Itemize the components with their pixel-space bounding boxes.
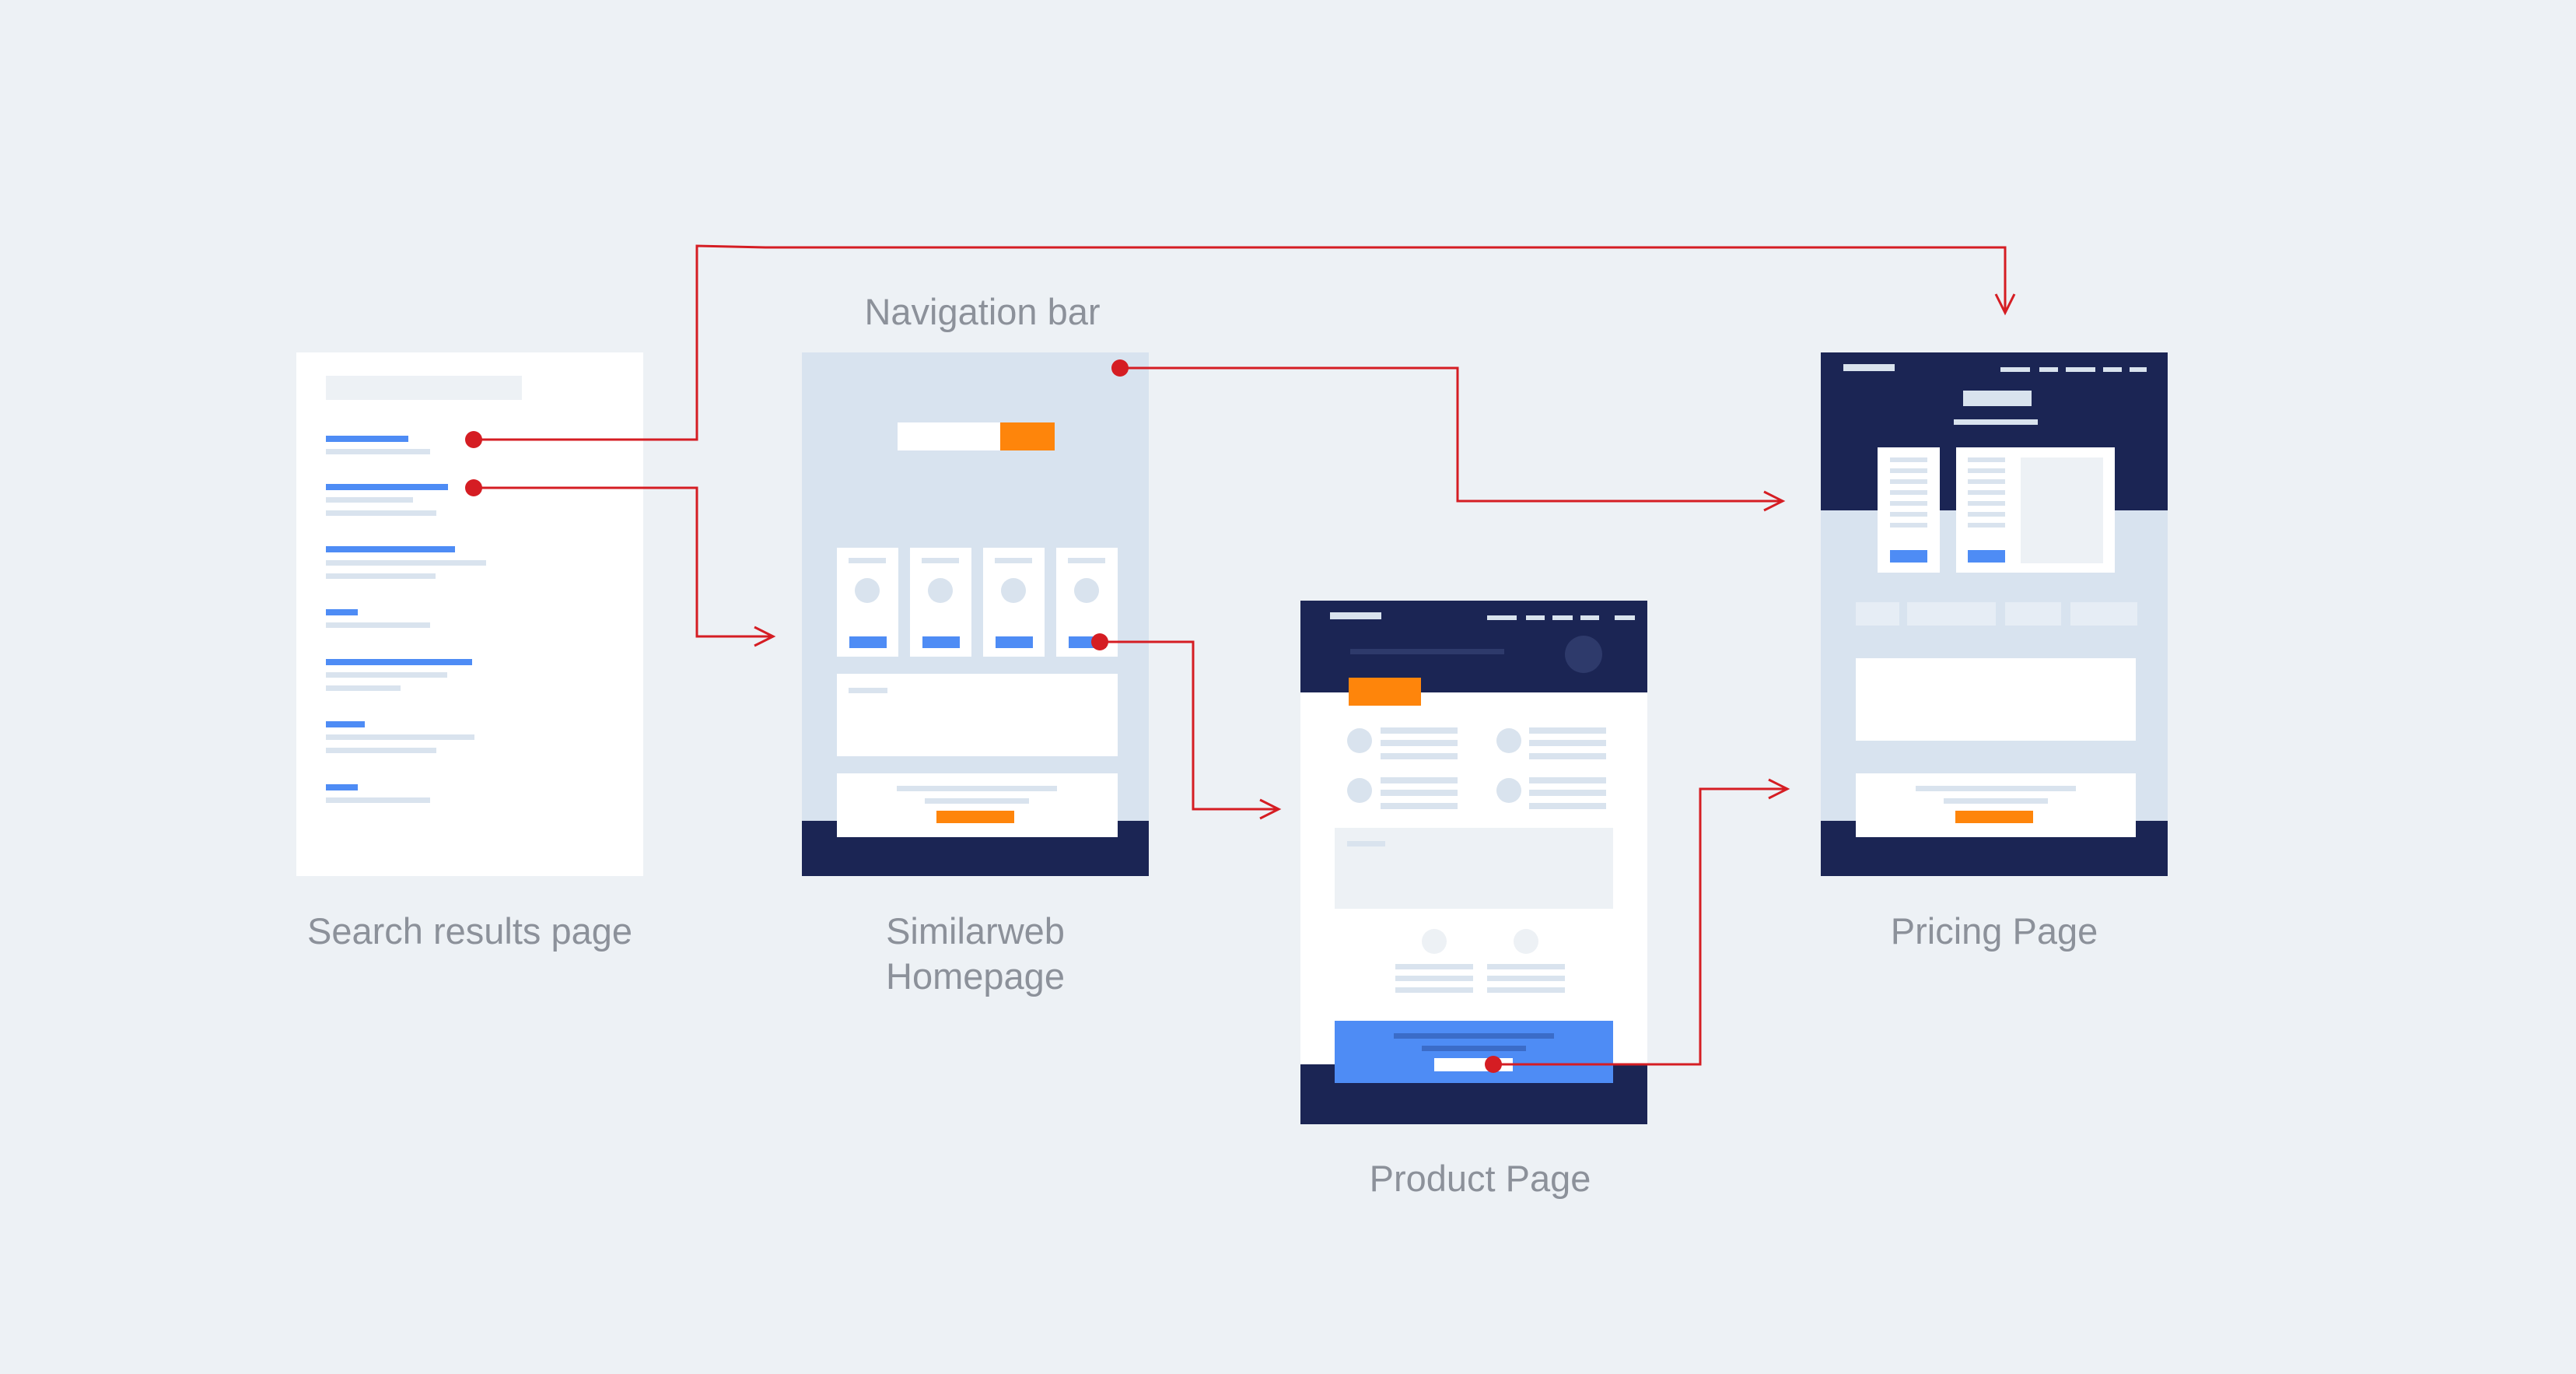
arrowhead-icon [1763, 490, 1786, 512]
search-result-list [326, 436, 486, 803]
red-dot-icon [1111, 359, 1129, 377]
pricing-page-label: Pricing Page [1890, 910, 2098, 952]
arrowhead-icon [1994, 293, 2016, 316]
pricing-cards [1878, 447, 2115, 573]
red-dot-icon [465, 479, 482, 496]
search-results-page-label: Search results page [306, 910, 633, 952]
red-dot-icon [1485, 1056, 1502, 1073]
arrowhead-icon [754, 626, 776, 647]
flow-start-dots [465, 359, 1502, 1073]
red-dot-icon [1091, 633, 1108, 650]
flow-product-to-pricing [1493, 787, 1786, 1066]
product-page-wireframe [1300, 601, 1647, 1124]
red-dot-icon [465, 431, 482, 448]
search-input-placeholder [898, 422, 1000, 450]
similarweb-label-line2: Homepage [886, 955, 1065, 997]
flow-homepage-to-product [1100, 640, 1277, 811]
product-page-label: Product Page [1369, 1158, 1591, 1199]
flow-search-to-homepage [474, 486, 772, 638]
flow-search-to-pricing [474, 244, 2007, 441]
feature-list [1347, 727, 1606, 809]
search-bar-placeholder [326, 376, 522, 400]
flow-arrows [474, 244, 2016, 1066]
navigation-bar-label: Navigation bar [864, 291, 1101, 332]
cta-button-placeholder [1000, 422, 1055, 450]
arrowhead-icon [1768, 778, 1790, 800]
flow-navbar-to-pricing [1120, 366, 1781, 503]
similarweb-label-line1: Similarweb [886, 910, 1065, 952]
pricing-page-wireframe [1821, 352, 2168, 876]
cta-banner [1335, 1021, 1613, 1083]
arrowhead-icon [1259, 798, 1282, 820]
similarweb-homepage-wireframe [802, 352, 1149, 876]
search-results-page-wireframe [296, 352, 643, 876]
